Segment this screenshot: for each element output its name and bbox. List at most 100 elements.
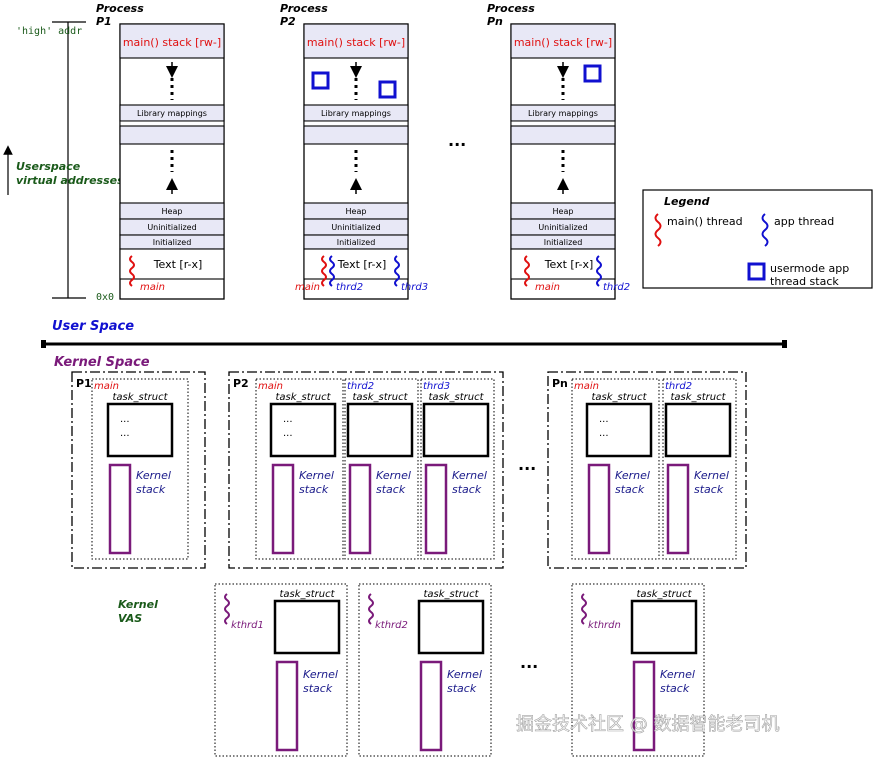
initialized-label: Initialized bbox=[153, 238, 192, 247]
mapping-gap bbox=[119, 120, 225, 127]
high-addr-label: 'high' addr bbox=[16, 26, 82, 37]
task-struct-label: task_struct bbox=[428, 392, 484, 403]
task-struct-dots: ... bbox=[120, 414, 130, 425]
thread-label: main bbox=[258, 381, 283, 392]
thread-frame bbox=[420, 378, 495, 560]
kernel-stack-box bbox=[587, 463, 611, 555]
kernel-stack-label-1: Kernel bbox=[376, 469, 411, 482]
kernel-stack-box bbox=[424, 463, 448, 555]
kernel-stack-box bbox=[666, 463, 690, 555]
thread-frame bbox=[344, 378, 419, 560]
thread-label: main bbox=[295, 282, 320, 293]
kthread-frame bbox=[214, 583, 348, 757]
task-struct-label: task_struct bbox=[112, 392, 168, 403]
library-mappings-segment-2 bbox=[303, 125, 409, 145]
group-label: Pn bbox=[552, 377, 568, 390]
text-segment-label: Text [r-x] bbox=[337, 258, 387, 271]
mapping-gap bbox=[510, 120, 616, 127]
task-struct-box bbox=[269, 402, 337, 458]
kernel-ellipsis-2: ... bbox=[520, 653, 538, 672]
thread-label: thrd3 bbox=[401, 282, 428, 293]
process-group-frame bbox=[228, 371, 504, 569]
uninitialized-label: Uninitialized bbox=[538, 223, 587, 232]
task-struct-dots: ... bbox=[283, 428, 293, 439]
task-struct-box bbox=[346, 402, 414, 458]
kernel-vas-label-1: Kernel bbox=[118, 598, 158, 611]
library-mappings-segment-2 bbox=[510, 125, 616, 145]
app-thread-squiggle-icon bbox=[329, 255, 335, 287]
task-struct-label: task_struct bbox=[423, 589, 479, 600]
heap-label: Heap bbox=[553, 207, 574, 216]
kthread-frame bbox=[571, 583, 705, 757]
kernel-stack-label-1: Kernel bbox=[303, 668, 338, 681]
kernel-vas-label-2: VAS bbox=[118, 612, 142, 625]
main-thread-squiggle-icon bbox=[129, 255, 135, 287]
kernel-stack-box bbox=[419, 660, 443, 752]
kernel-stack-box bbox=[348, 463, 372, 555]
kthread-label: kthrd1 bbox=[231, 620, 264, 631]
kernel-stack-label-1: Kernel bbox=[615, 469, 650, 482]
thread-frame bbox=[91, 378, 189, 560]
task-struct-dots: ... bbox=[283, 414, 293, 425]
task-struct-box bbox=[664, 402, 732, 458]
process-title-1: Process bbox=[280, 2, 328, 15]
task-struct-box bbox=[630, 599, 698, 655]
stack-segment bbox=[119, 23, 225, 59]
library-mappings-segment-2 bbox=[119, 125, 225, 145]
kernel-ellipsis-1: ... bbox=[518, 455, 536, 474]
kernel-stack-box bbox=[632, 660, 656, 752]
legend: Legend main() thread app thread usermode… bbox=[642, 189, 873, 289]
task-struct-dots: ... bbox=[120, 428, 130, 439]
kernel-stack-label-2: stack bbox=[694, 483, 724, 496]
process-title-2: P1 bbox=[96, 15, 112, 28]
main-thread-squiggle-icon bbox=[524, 255, 530, 287]
legend-thread-stack-2: thread stack bbox=[770, 275, 839, 288]
kernel-stack-box bbox=[108, 463, 132, 555]
mapping-gap bbox=[303, 120, 409, 127]
main-thread-squiggle-icon bbox=[321, 255, 327, 287]
thread-stack-square-icon bbox=[583, 64, 602, 83]
group-label: P2 bbox=[233, 377, 249, 390]
kernel-thread-squiggle-icon bbox=[368, 593, 374, 625]
initialized-label: Initialized bbox=[544, 238, 583, 247]
uninitialized-label: Uninitialized bbox=[147, 223, 196, 232]
task-struct-box bbox=[585, 402, 653, 458]
address-axis: 'high' addr 0x0 Userspace virtual addres… bbox=[3, 21, 124, 303]
task-struct-dots: ... bbox=[599, 414, 609, 425]
userspace-axis-label-1: Userspace bbox=[16, 160, 81, 173]
task-struct-label: task_struct bbox=[352, 392, 408, 403]
kernel-stack-label-1: Kernel bbox=[136, 469, 171, 482]
stack-label: main() stack [rw-] bbox=[123, 36, 221, 49]
thread-frame bbox=[571, 378, 660, 560]
task-struct-box bbox=[273, 599, 341, 655]
thread-label: thrd2 bbox=[347, 381, 374, 392]
legend-app-thread: app thread bbox=[774, 215, 834, 228]
kernel-stack-label-2: stack bbox=[303, 682, 333, 695]
process-title-1: Process bbox=[487, 2, 535, 15]
process-title-2: Pn bbox=[487, 15, 503, 28]
kthread-frame bbox=[358, 583, 492, 757]
thread-stack-square-icon bbox=[378, 80, 397, 99]
user-space-title: User Space bbox=[52, 319, 134, 334]
task-struct-box bbox=[106, 402, 174, 458]
thread-label: thrd2 bbox=[665, 381, 692, 392]
thread-label: thrd3 bbox=[423, 381, 450, 392]
thread-stack-square-icon bbox=[311, 71, 330, 90]
kernel-threads: kthrd1task_structKernelstackkthrd2task_s… bbox=[214, 583, 705, 757]
legend-box bbox=[642, 189, 873, 289]
kernel-stack-label-2: stack bbox=[376, 483, 406, 496]
